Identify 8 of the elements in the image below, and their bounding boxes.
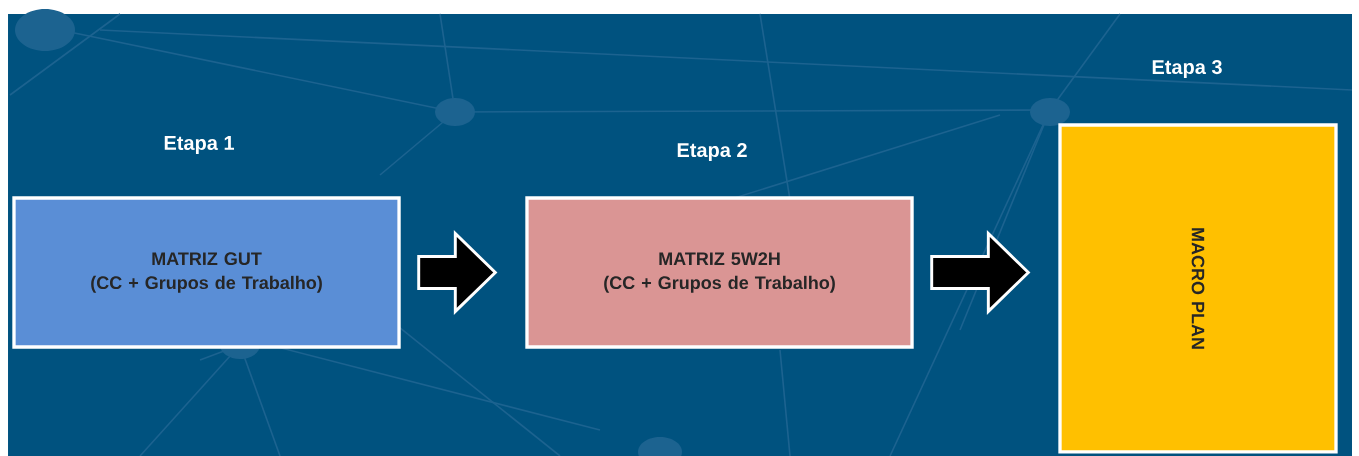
- step-heading: Etapa 2: [677, 142, 747, 162]
- block-arrow: [417, 230, 498, 315]
- step-heading: Etapa 3: [1152, 59, 1222, 79]
- process-box: MACRO PLAN: [1058, 123, 1338, 454]
- process-box: MATRIZ 5W2H (CC + Grupos de Trabalho): [525, 196, 914, 349]
- block-arrow: [930, 230, 1031, 315]
- process-box: MATRIZ GUT (CC + Grupos de Trabalho): [12, 196, 401, 349]
- step-heading: Etapa 1: [164, 136, 234, 154]
